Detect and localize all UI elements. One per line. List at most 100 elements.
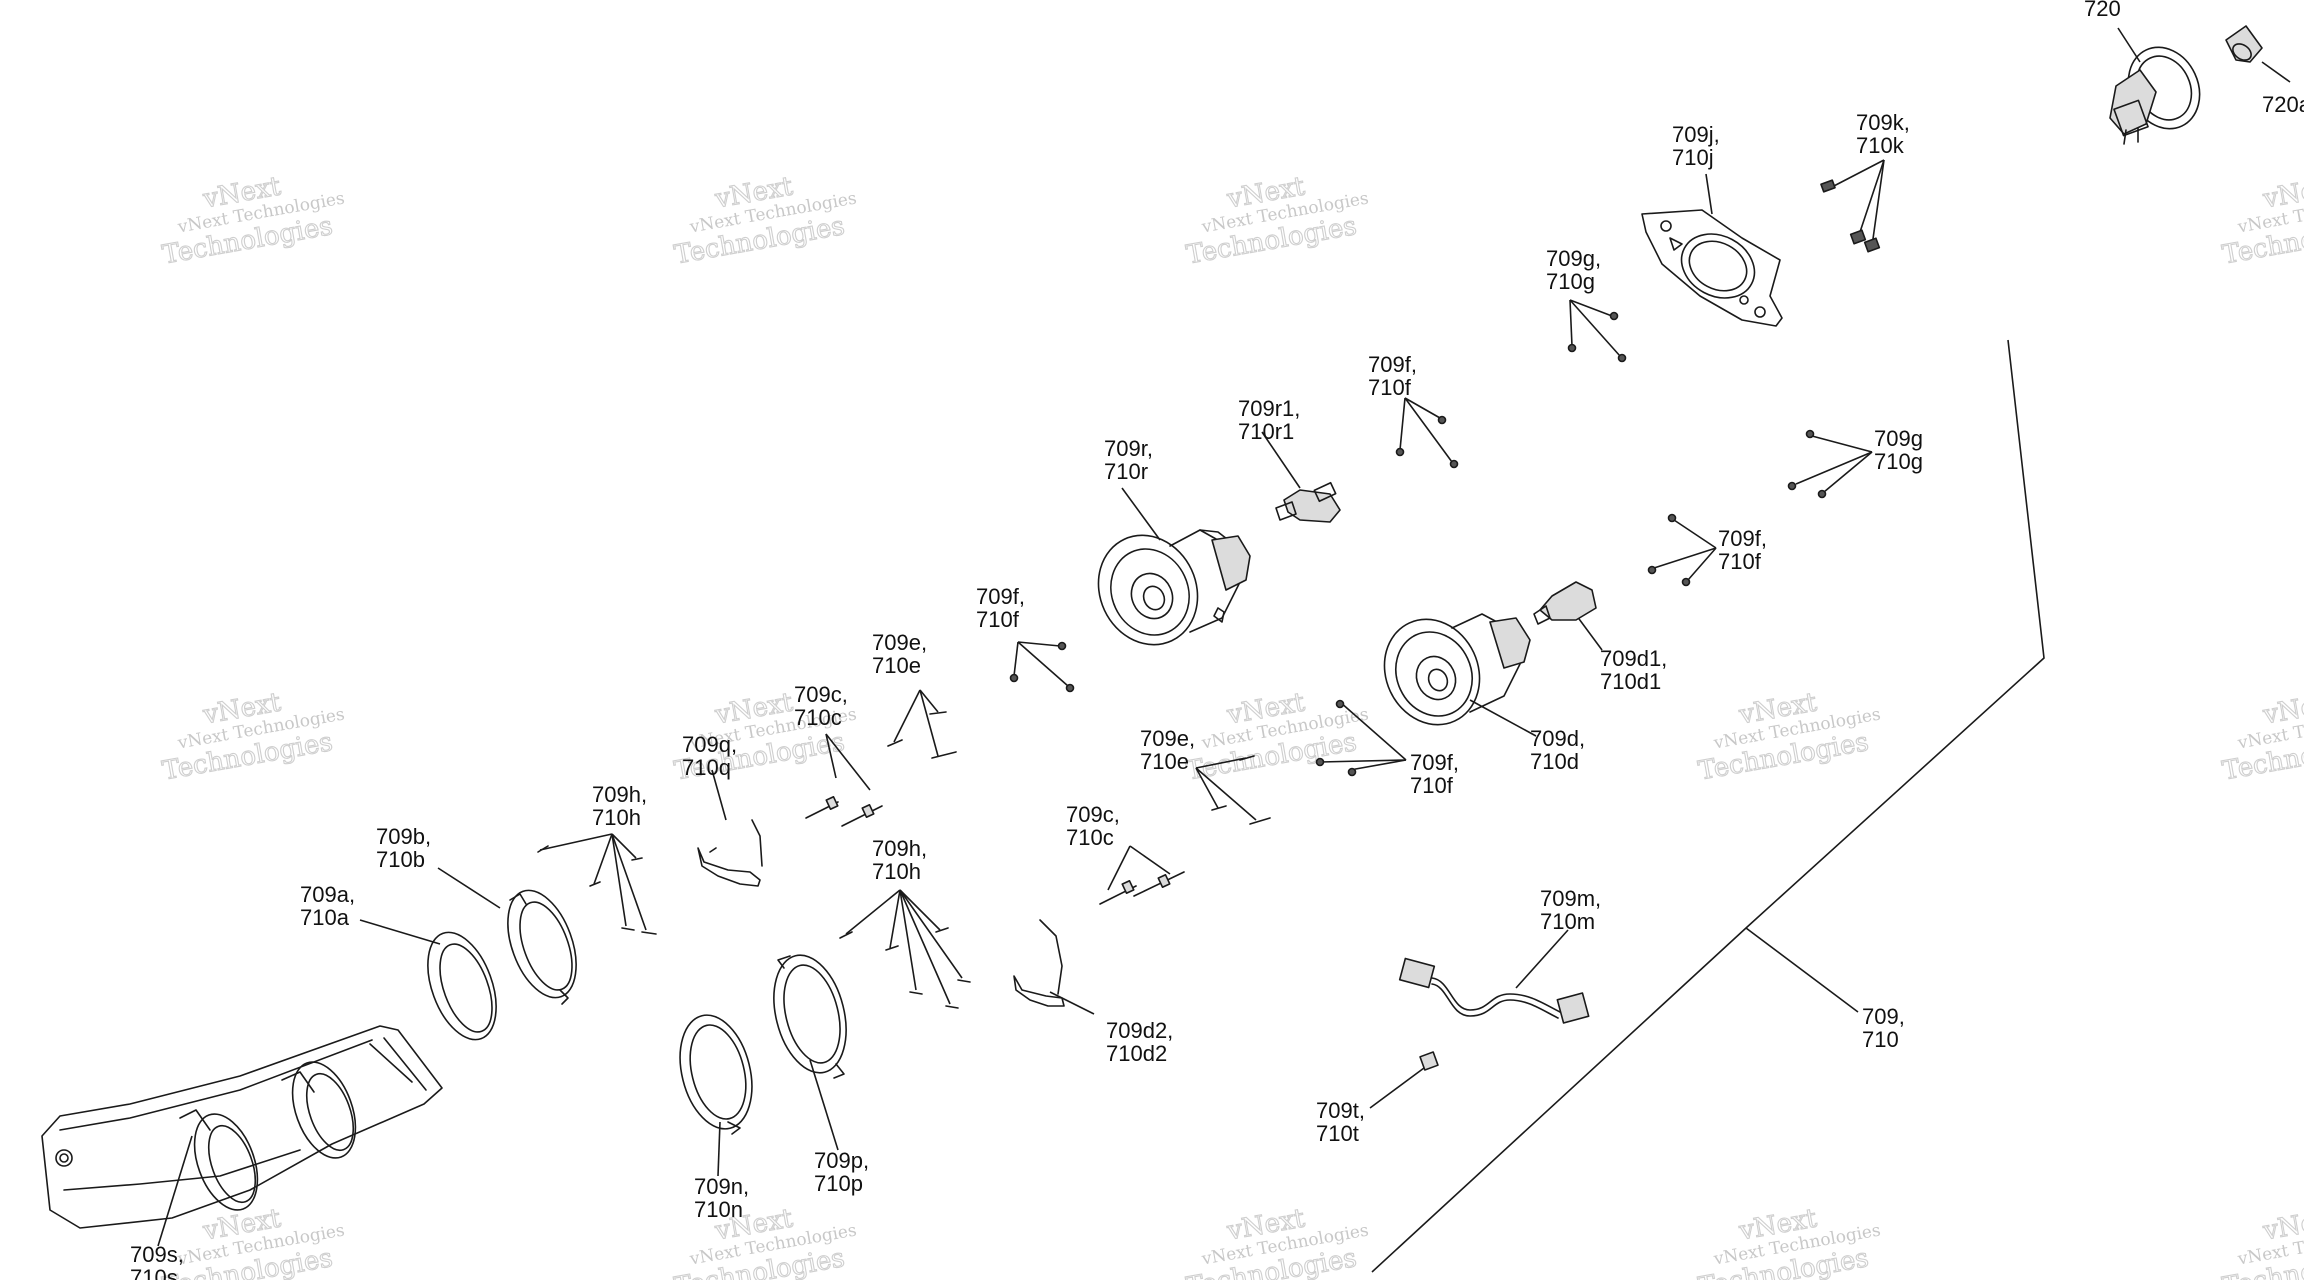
callout-line: 710r1 [1238, 419, 1294, 444]
callout-line: 720a [2262, 92, 2304, 117]
callout-line: 709j, [1672, 122, 1720, 147]
callout-line: 709r, [1104, 436, 1153, 461]
callout-709h-low: 709h,710h [872, 836, 927, 884]
part-709s-headlamp-housing [41, 1025, 443, 1229]
part-709k-screws [1820, 179, 1881, 253]
part-709r1-bulb [1275, 481, 1341, 523]
part-709e-screws-low [1211, 755, 1271, 825]
callout-line: 709n, [694, 1174, 749, 1199]
callout-line: 710s [130, 1265, 178, 1280]
callout-line: 710p [814, 1171, 863, 1196]
callout-line: 709d2, [1106, 1018, 1173, 1043]
callout-line: 709b, [376, 824, 431, 849]
callout-line: 709g [1874, 426, 1923, 451]
callout-709c-low: 709c,710c [1066, 802, 1120, 850]
callout-line: 710d2 [1106, 1041, 1167, 1066]
callout-709s: 709s,710s [130, 1242, 184, 1280]
callout-line: 709g, [1546, 246, 1601, 271]
part-709f-nuts-mid [1009, 641, 1075, 693]
callout-line: 709a, [300, 882, 355, 907]
part-709f-nuts-low [1315, 699, 1357, 777]
callout-labels: 720720a709j,710j709k,710k709g,710g709f,7… [130, 0, 2304, 1280]
part-709e-screws-top [887, 711, 957, 759]
part-709f-nuts-top [1395, 415, 1459, 469]
callout-line: 709s, [130, 1242, 184, 1267]
callout-line: 709c, [1066, 802, 1120, 827]
callout-line: 710g [1874, 449, 1923, 474]
part-709d2-bracket [1013, 919, 1065, 1007]
callout-line: 709f, [976, 584, 1025, 609]
callout-line: 709t, [1316, 1098, 1365, 1123]
callout-line: 710j [1672, 145, 1714, 170]
callout-line: 710b [376, 847, 425, 872]
callout-line: 709q, [682, 732, 737, 757]
callout-line: 709d, [1530, 726, 1585, 751]
callout-709d: 709d,710d [1530, 726, 1585, 774]
callout-line: 710 [1862, 1027, 1899, 1052]
callout-line: 710t [1316, 1121, 1359, 1146]
callout-709e-low: 709e,710e [1140, 726, 1195, 774]
callout-709n: 709n,710n [694, 1174, 749, 1222]
callout-709e-top: 709e,710e [872, 630, 927, 678]
part-709n-ring [679, 1014, 753, 1135]
callout-line: 710e [1140, 749, 1189, 774]
callout-line: 710f [1410, 773, 1454, 798]
callout-709f-mid: 709f,710f [976, 584, 1025, 632]
callout-line: 710f [1368, 375, 1412, 400]
callout-line: 710q [682, 755, 731, 780]
callout-line: 709d1, [1600, 646, 1667, 671]
part-709c-bolts-top [805, 795, 883, 827]
callout-709p: 709p,710p [814, 1148, 869, 1196]
callout-line: 709c, [794, 682, 848, 707]
callout-709m: 709m,710m [1540, 886, 1601, 934]
callout-709f-right: 709f,710f [1718, 526, 1767, 574]
part-709d1-bulb [1533, 581, 1597, 625]
callout-line: 710r [1104, 459, 1148, 484]
part-709a-bezel-ring [427, 931, 497, 1041]
part-709f-nuts-right [1647, 513, 1691, 587]
callout-709g-top: 709g,710g [1546, 246, 1601, 294]
callout-line: 709f, [1718, 526, 1767, 551]
callout-line: 709m, [1540, 886, 1601, 911]
callout-line: 710e [872, 653, 921, 678]
callout-line: 709h, [592, 782, 647, 807]
part-709j-bracket-plate [1641, 209, 1783, 327]
callout-709q: 709q,710q [682, 732, 737, 780]
callout-line: 710m [1540, 909, 1595, 934]
callout-line: 709, [1862, 1004, 1905, 1029]
part-709t-plug [1419, 1051, 1439, 1071]
callout-line: 709f, [1410, 750, 1459, 775]
callout-line: 709p, [814, 1148, 869, 1173]
part-709r-projector [1097, 529, 1251, 646]
callout-line: 710h [872, 859, 921, 884]
callout-line: 710g [1546, 269, 1595, 294]
part-709m-wiring-harness [1398, 957, 1590, 1024]
part-709d-projector [1383, 613, 1531, 726]
callout-709b: 709b,710b [376, 824, 431, 872]
callout-709t: 709t,710t [1316, 1098, 1365, 1146]
callout-709a: 709a,710a [300, 882, 355, 930]
part-709h-screws-low [839, 927, 971, 1009]
callout-line: 709e, [1140, 726, 1195, 751]
callout-709r1: 709r1,710r1 [1238, 396, 1300, 444]
callout-709c-top: 709c,710c [794, 682, 848, 730]
callout-709r: 709r,710r [1104, 436, 1153, 484]
part-709c-bolts-low [1099, 871, 1185, 905]
callout-line: 720 [2084, 0, 2121, 21]
part-709g-nuts-right [1787, 429, 1827, 499]
callout-709h-top: 709h,710h [592, 782, 647, 830]
callout-line: 709f, [1368, 352, 1417, 377]
